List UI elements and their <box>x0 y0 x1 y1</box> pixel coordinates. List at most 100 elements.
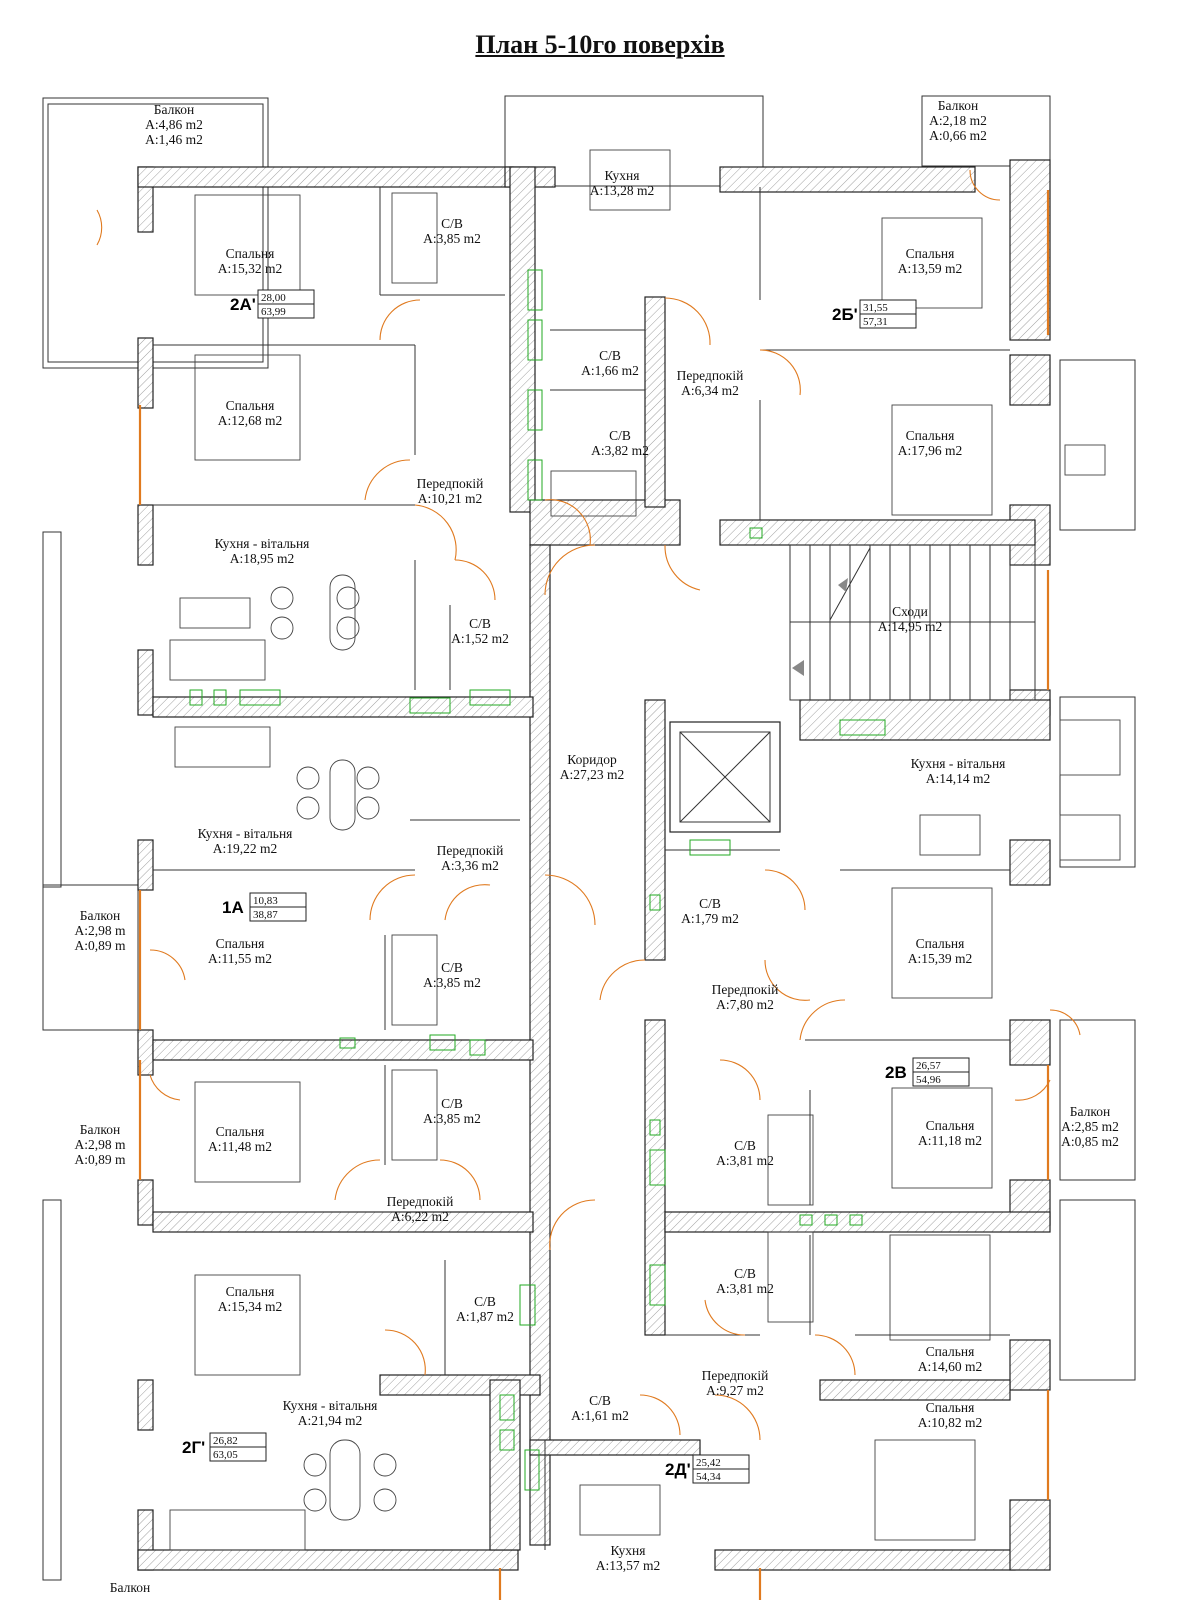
room-area: A:6,34 m2 <box>681 383 739 398</box>
room-name: Кухня - вітальня <box>911 756 1006 771</box>
room-name: С/В <box>469 616 491 631</box>
room-name: Спальня <box>916 936 965 951</box>
room-name: С/В <box>599 348 621 363</box>
apartment-area-a: 25,42 <box>696 1457 721 1469</box>
room-area: A:3,82 m2 <box>591 443 649 458</box>
apartment-code: 2Б' <box>832 305 858 324</box>
room-name: С/В <box>474 1294 496 1309</box>
room-area: A:13,28 m2 <box>590 183 655 198</box>
apartment-area-b: 63,99 <box>261 306 286 318</box>
room-area: A:2,98 m <box>74 1137 126 1152</box>
room-name: С/В <box>609 428 631 443</box>
room-area: A:13,59 m2 <box>898 261 963 276</box>
room-area: A:1,52 m2 <box>451 631 509 646</box>
room-area: A:11,18 m2 <box>918 1133 982 1148</box>
room-area: A:27,23 m2 <box>560 767 625 782</box>
room-name: Сходи <box>892 604 928 619</box>
room-name: Передпокій <box>677 368 744 383</box>
room-name: Спальня <box>226 1284 275 1299</box>
room-area: A:4,86 m2 <box>145 117 203 132</box>
room-name: Балкон <box>1070 1104 1110 1119</box>
windows <box>138 190 1050 1600</box>
room-area: A:15,34 m2 <box>218 1299 283 1314</box>
room-name: Балкон <box>110 1580 150 1595</box>
room-area: A:1,87 m2 <box>456 1309 514 1324</box>
room-area: A:10,82 m2 <box>918 1415 983 1430</box>
apartment-tag-2d: 2Д' 25,42 54,34 <box>665 1454 750 1484</box>
room-area: A:19,22 m2 <box>213 841 278 856</box>
room-name: Передпокій <box>702 1368 769 1383</box>
apartment-area-b: 54,34 <box>696 1471 721 1483</box>
balconies <box>42 95 1136 1581</box>
apartment-code: 2Д' <box>665 1460 691 1479</box>
apartment-area-b: 54,96 <box>916 1074 941 1086</box>
room-label-balkon-bottom: Балкон <box>110 1580 150 1595</box>
room-name: Кухня - вітальня <box>198 826 293 841</box>
room-name: Передпокій <box>712 982 779 997</box>
room-name: Спальня <box>906 428 955 443</box>
room-area: A:3,85 m2 <box>423 975 481 990</box>
room-area: A:9,27 m2 <box>706 1383 764 1398</box>
room-area: A:0,66 m2 <box>929 128 987 143</box>
room-name: Спальня <box>926 1344 975 1359</box>
apartment-code: 1А <box>222 898 244 917</box>
room-area: A:1,46 m2 <box>145 132 203 147</box>
room-name: Коридор <box>567 752 617 767</box>
room-area: A:7,80 m2 <box>716 997 774 1012</box>
room-name: Балкон <box>938 98 978 113</box>
room-area: A:6,22 m2 <box>391 1209 449 1224</box>
room-name: Спальня <box>906 246 955 261</box>
room-name: Балкон <box>80 1122 120 1137</box>
room-area: A:3,36 m2 <box>441 858 499 873</box>
room-area: A:11,55 m2 <box>208 951 272 966</box>
room-area: A:0,89 m <box>74 1152 126 1167</box>
room-area: A:10,21 m2 <box>418 491 483 506</box>
room-name: Спальня <box>226 246 275 261</box>
room-area: A:3,85 m2 <box>423 1111 481 1126</box>
room-area: A:17,96 m2 <box>898 443 963 458</box>
room-name: Кухня - вітальня <box>215 536 310 551</box>
apartment-area-a: 26,57 <box>916 1060 941 1072</box>
room-area: A:12,68 m2 <box>218 413 283 428</box>
apartment-code: 2В <box>885 1063 907 1082</box>
room-area: A:2,98 m <box>74 923 126 938</box>
room-area: A:15,32 m2 <box>218 261 283 276</box>
apartment-code: 2А' <box>230 295 256 314</box>
stairs <box>789 544 1036 701</box>
ventilation <box>189 269 886 1491</box>
room-name: Балкон <box>80 908 120 923</box>
apartment-area-a: 26,82 <box>213 1435 238 1447</box>
apartment-area-a: 10,83 <box>253 895 278 907</box>
room-area: A:14,14 m2 <box>926 771 991 786</box>
doors <box>96 169 1081 1441</box>
room-area: A:14,60 m2 <box>918 1359 983 1374</box>
apartment-area-b: 57,31 <box>863 316 888 328</box>
room-name: С/В <box>441 1096 463 1111</box>
page-title: План 5-10го поверхів <box>475 30 725 59</box>
